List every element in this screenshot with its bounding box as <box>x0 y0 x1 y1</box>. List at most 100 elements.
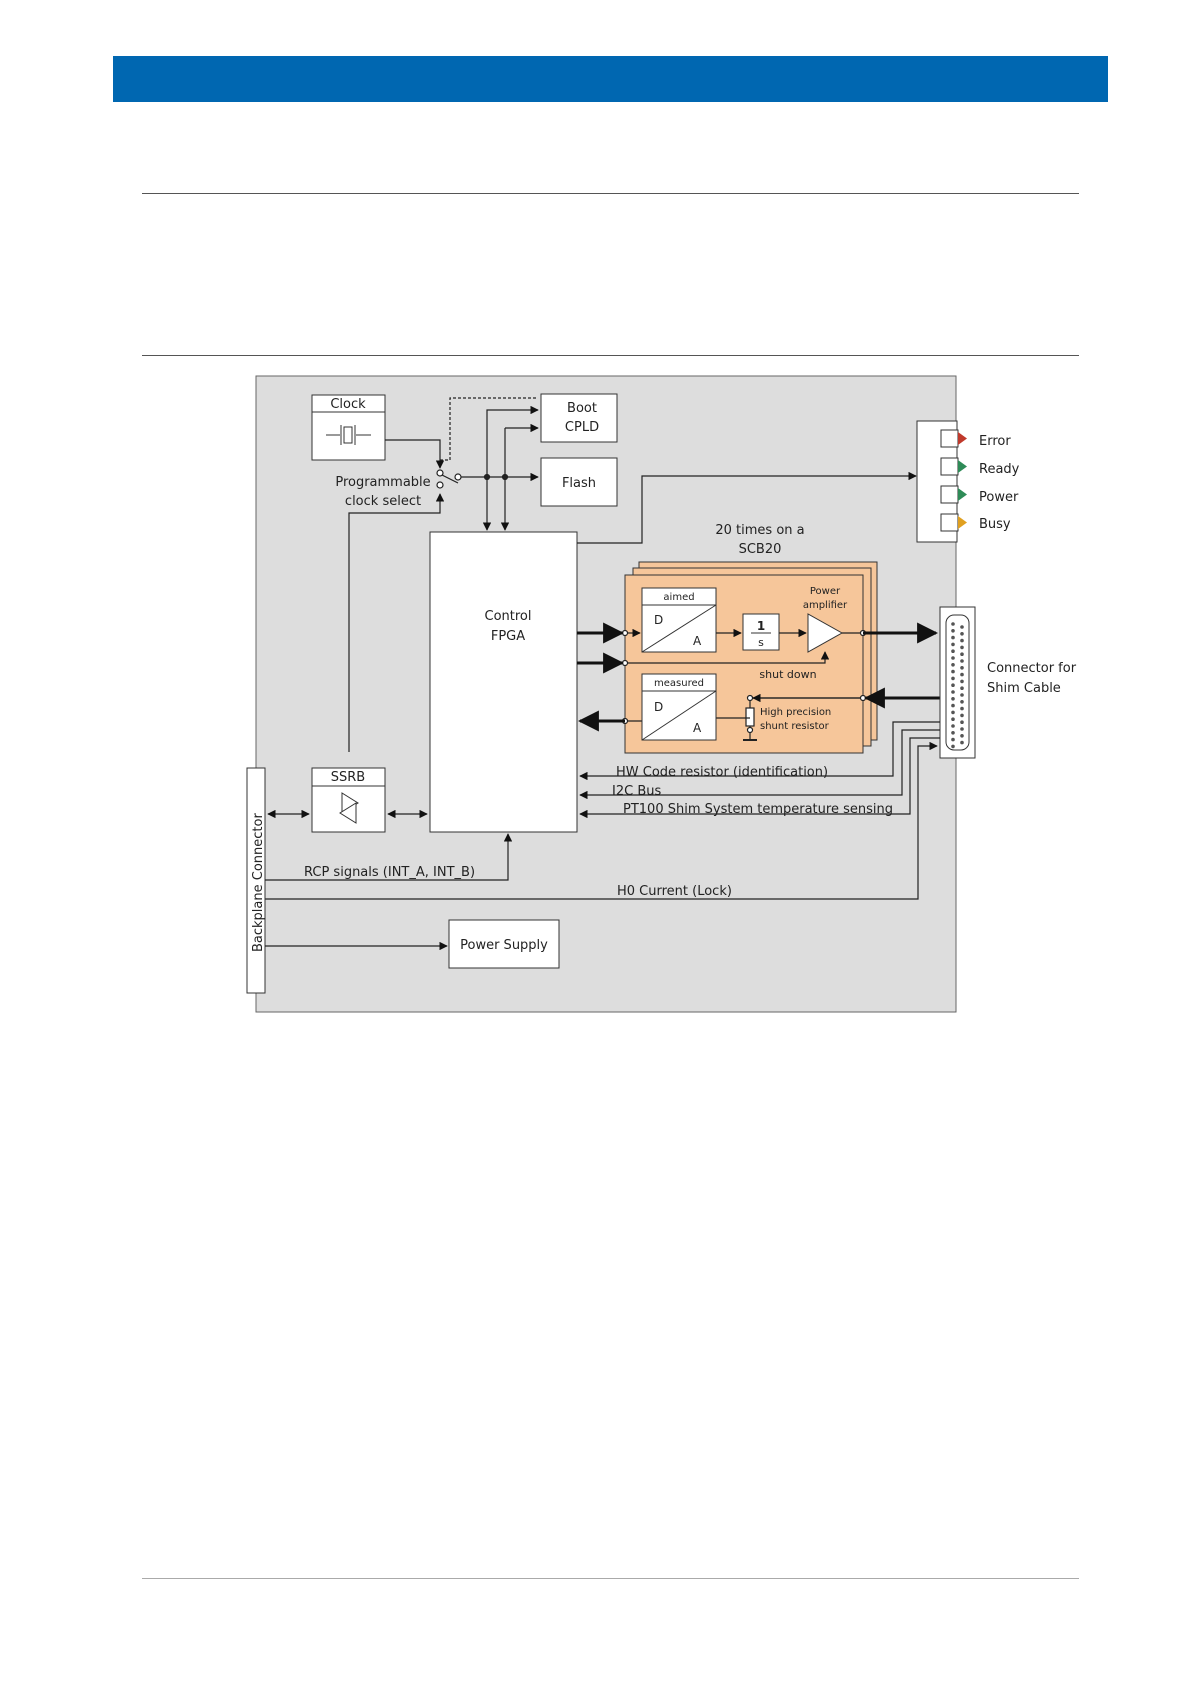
connector-pin <box>951 629 955 633</box>
connector-pin <box>960 652 964 656</box>
fpga-line1: Control <box>485 609 532 624</box>
connector-pin <box>951 622 955 626</box>
backplane-wiring <box>265 809 513 951</box>
clock-switch <box>348 397 539 752</box>
clock-block: Clock <box>311 394 386 461</box>
dac-aimed: aimed D A <box>641 587 717 653</box>
connector-pin <box>960 666 964 670</box>
dac-measured-d: D <box>654 700 663 714</box>
clock-select-line1: Programmable <box>335 475 430 490</box>
connector-pin <box>951 635 955 640</box>
dac-measured-label: measured <box>654 678 704 689</box>
hw-code-label: HW Code resistor (identification) <box>616 765 828 780</box>
connector-pin <box>951 717 955 721</box>
fpga-led-wire <box>577 471 917 544</box>
integrator-num: 1 <box>757 619 765 633</box>
footer-rule <box>142 1578 1079 1579</box>
connector-pin <box>960 693 964 697</box>
connector-pin <box>951 703 955 708</box>
rcp-signals-label: RCP signals (INT_A, INT_B) <box>304 865 475 880</box>
led-ready <box>940 457 959 476</box>
backplane-label: Backplane Connector <box>251 813 266 952</box>
connector-pin <box>960 679 964 684</box>
channel-note-line1: 20 times on a <box>715 523 804 538</box>
boot-cpld-block: Boot CPLD <box>540 393 618 443</box>
led-error-indicator <box>958 432 967 445</box>
connector-pin <box>951 731 955 735</box>
led-label-error: Error <box>979 434 1011 449</box>
dac-aimed-a: A <box>693 634 702 648</box>
control-fpga-block: Control FPGA <box>429 531 578 833</box>
connector-pin <box>960 700 964 704</box>
connector-pin <box>951 744 955 749</box>
power-amp-line1: Power <box>810 586 841 597</box>
section-rule-top <box>142 193 1079 194</box>
flash-label: Flash <box>562 476 596 491</box>
h0-current-label: H0 Current (Lock) <box>617 884 732 899</box>
ssrb-block: SSRB <box>311 767 386 833</box>
connector-pin <box>951 656 955 660</box>
ssrb-label: SSRB <box>331 770 365 785</box>
dac-measured: measured D A <box>641 673 717 741</box>
connector-pin <box>951 642 955 647</box>
clock-select-line2: clock select <box>345 494 421 509</box>
transceiver-icon <box>339 792 359 824</box>
power-supply-block: Power Supply <box>448 919 560 969</box>
connector-pin <box>960 706 964 711</box>
connector-pin <box>951 663 955 667</box>
connector-pin <box>951 697 955 701</box>
led-error <box>940 429 959 448</box>
i2c-label: I2C Bus <box>612 784 661 799</box>
power-supply-label: Power Supply <box>460 938 548 953</box>
channel-note-line2: SCB20 <box>739 542 782 557</box>
clock-label: Clock <box>330 397 366 412</box>
connector-pin <box>951 649 955 653</box>
signal-buses <box>577 622 942 732</box>
dac-aimed-label: aimed <box>663 592 694 603</box>
power-amplifier-icon <box>807 613 844 653</box>
led-power-indicator <box>958 488 967 501</box>
backplane-connector: Backplane Connector <box>246 767 266 994</box>
shim-cable-connector <box>939 606 976 759</box>
connector-pin <box>960 720 964 724</box>
led-busy <box>940 513 959 532</box>
connector-line2: Shim Cable <box>987 681 1061 696</box>
connector-pin <box>951 676 955 681</box>
header-bar <box>113 56 1108 102</box>
section-rule-mid <box>142 355 1079 356</box>
led-label-ready: Ready <box>979 462 1020 477</box>
boot-cpld-line2: CPLD <box>565 420 599 435</box>
connector-pin <box>960 740 964 745</box>
shunt-line1: High precision <box>760 707 831 718</box>
connector-pin <box>951 683 955 687</box>
connector-pin <box>960 625 964 629</box>
integrator-den: s <box>758 636 764 649</box>
dac-measured-a: A <box>693 721 702 735</box>
boot-cpld-line1: Boot <box>567 401 597 416</box>
led-panel <box>916 420 967 543</box>
pt100-label: PT100 Shim System temperature sensing <box>623 802 893 817</box>
crystal-icon <box>326 425 371 445</box>
connector-pin <box>951 710 955 715</box>
led-label-busy: Busy <box>979 517 1011 532</box>
connector-pin <box>960 713 964 718</box>
shut-down-label: shut down <box>759 668 816 681</box>
connector-pin <box>960 632 964 636</box>
connector-pin <box>960 727 964 731</box>
connector-pin <box>960 734 964 738</box>
sensing-lines <box>265 721 940 900</box>
connector-pin <box>951 737 955 742</box>
connector-pin <box>960 686 964 690</box>
connector-pin <box>960 659 964 663</box>
shunt-line2: shunt resistor <box>760 721 830 732</box>
power-amp-line2: amplifier <box>803 600 848 611</box>
led-power <box>940 485 959 504</box>
connector-pin <box>951 669 955 674</box>
led-busy-indicator <box>958 516 967 529</box>
connector-line1: Connector for <box>987 661 1077 676</box>
connector-pin <box>951 724 955 728</box>
connector-pin <box>960 672 964 677</box>
connector-pin <box>960 638 964 643</box>
connector-pin <box>960 645 964 650</box>
